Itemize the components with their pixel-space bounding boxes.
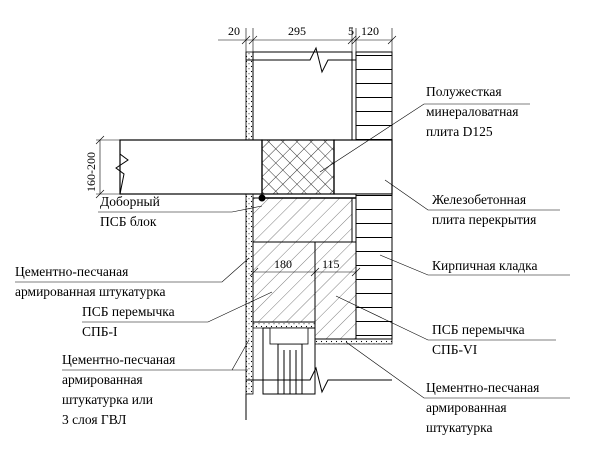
label-extra-psb: Доборный ПСБ блок [100, 194, 160, 229]
svg-text:Кирпичная кладка: Кирпичная кладка [432, 258, 538, 273]
svg-text:ПСБ перемычка: ПСБ перемычка [82, 304, 175, 319]
svg-text:ПСБ перемычка: ПСБ перемычка [432, 322, 525, 337]
svg-text:армированная: армированная [62, 372, 143, 387]
svg-text:Железобетонная: Железобетонная [432, 192, 526, 207]
dim-115: 115 [322, 257, 340, 271]
dim-180: 180 [274, 257, 292, 271]
dim-5: 5 [348, 24, 354, 38]
svg-text:армированная: армированная [426, 400, 507, 415]
svg-text:3 слоя ГВЛ: 3 слоя ГВЛ [62, 412, 126, 427]
svg-text:Доборный: Доборный [100, 194, 160, 209]
leader-lines [15, 103, 570, 399]
label-psb-lintel-1: ПСБ перемычка СПБ-I [82, 304, 175, 339]
svg-text:ПСБ блок: ПСБ блок [100, 214, 157, 229]
concrete-slab [95, 135, 393, 202]
label-cement-plaster-left: Цементно-песчаная армированная штукатурк… [15, 264, 165, 299]
svg-text:плита перекрытия: плита перекрытия [432, 212, 536, 227]
svg-text:Цементно-песчаная: Цементно-песчаная [62, 352, 175, 367]
label-cement-plaster-right: Цементно-песчаная армированная штукатурк… [426, 380, 539, 435]
label-concrete-slab: Железобетонная плита перекрытия [432, 192, 536, 227]
dim-295: 295 [288, 24, 306, 38]
dim-120: 120 [361, 24, 379, 38]
dim-20: 20 [228, 24, 240, 38]
svg-text:Цементно-песчаная: Цементно-песчаная [15, 264, 128, 279]
top-dimension-line: 20 295 5 120 [218, 24, 397, 60]
svg-text:плита D125: плита D125 [426, 124, 493, 139]
svg-text:Цементно-песчаная: Цементно-песчаная [426, 380, 539, 395]
svg-text:армированная штукатурка: армированная штукатурка [15, 284, 165, 299]
label-mineral-plate: Полужесткая минераловатная плита D125 [426, 84, 519, 139]
svg-text:минераловатная: минераловатная [426, 104, 519, 119]
label-cement-plaster-gvl: Цементно-песчаная армированная штукатурк… [62, 352, 175, 427]
svg-text:СПБ-VI: СПБ-VI [432, 342, 478, 357]
lower-wall [245, 193, 393, 420]
svg-text:штукатурка или: штукатурка или [62, 392, 153, 407]
svg-text:штукатурка: штукатурка [426, 420, 492, 435]
dim-160-200: 160-200 [84, 152, 98, 192]
label-brick: Кирпичная кладка [432, 258, 538, 273]
svg-text:СПБ-I: СПБ-I [82, 324, 118, 339]
svg-text:Полужесткая: Полужесткая [426, 84, 502, 99]
upper-wall [245, 46, 393, 141]
label-psb-lintel-6: ПСБ перемычка СПБ-VI [432, 322, 525, 357]
